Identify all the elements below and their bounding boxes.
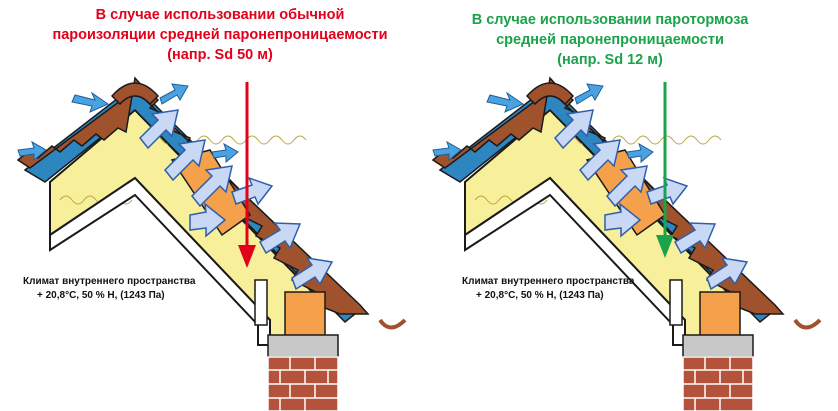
left-title-line-1: В случае использовании обычной (95, 7, 345, 23)
left-title-line-2: пароизоляции средней паронепроницаемости (52, 27, 388, 43)
left-caption-line-1: Климат внутреннего пространства (23, 276, 196, 287)
right-vapour-arrow (656, 82, 674, 258)
left-title-line-3: (напр. Sd 50 м) (167, 47, 273, 63)
left-vapour-arrow (238, 82, 256, 268)
right-climate-caption: Климат внутреннего пространства + 20,8°С… (462, 275, 634, 303)
right-caption-line-2: + 20,8°С, 50 % Н, (1243 Па) (476, 290, 604, 301)
left-caption-line-2: + 20,8°С, 50 % Н, (1243 Па) (37, 290, 165, 301)
left-climate-caption: Климат внутреннего пространства + 20,8°С… (23, 275, 195, 303)
right-title-line-3: (напр. Sd 12 м) (557, 52, 663, 68)
right-title-line-1: В случае использовании паротормоза (471, 12, 749, 28)
left-roof-section (16, 76, 407, 411)
right-caption-line-1: Климат внутреннего пространства (462, 276, 635, 287)
right-panel-title: В случае использовании паротормоза средн… (420, 10, 800, 70)
right-title-line-2: средней паронепроницаемости (496, 32, 724, 48)
right-roof-section (431, 76, 822, 411)
left-panel-title: В случае использовании обычной пароизоля… (40, 5, 400, 65)
